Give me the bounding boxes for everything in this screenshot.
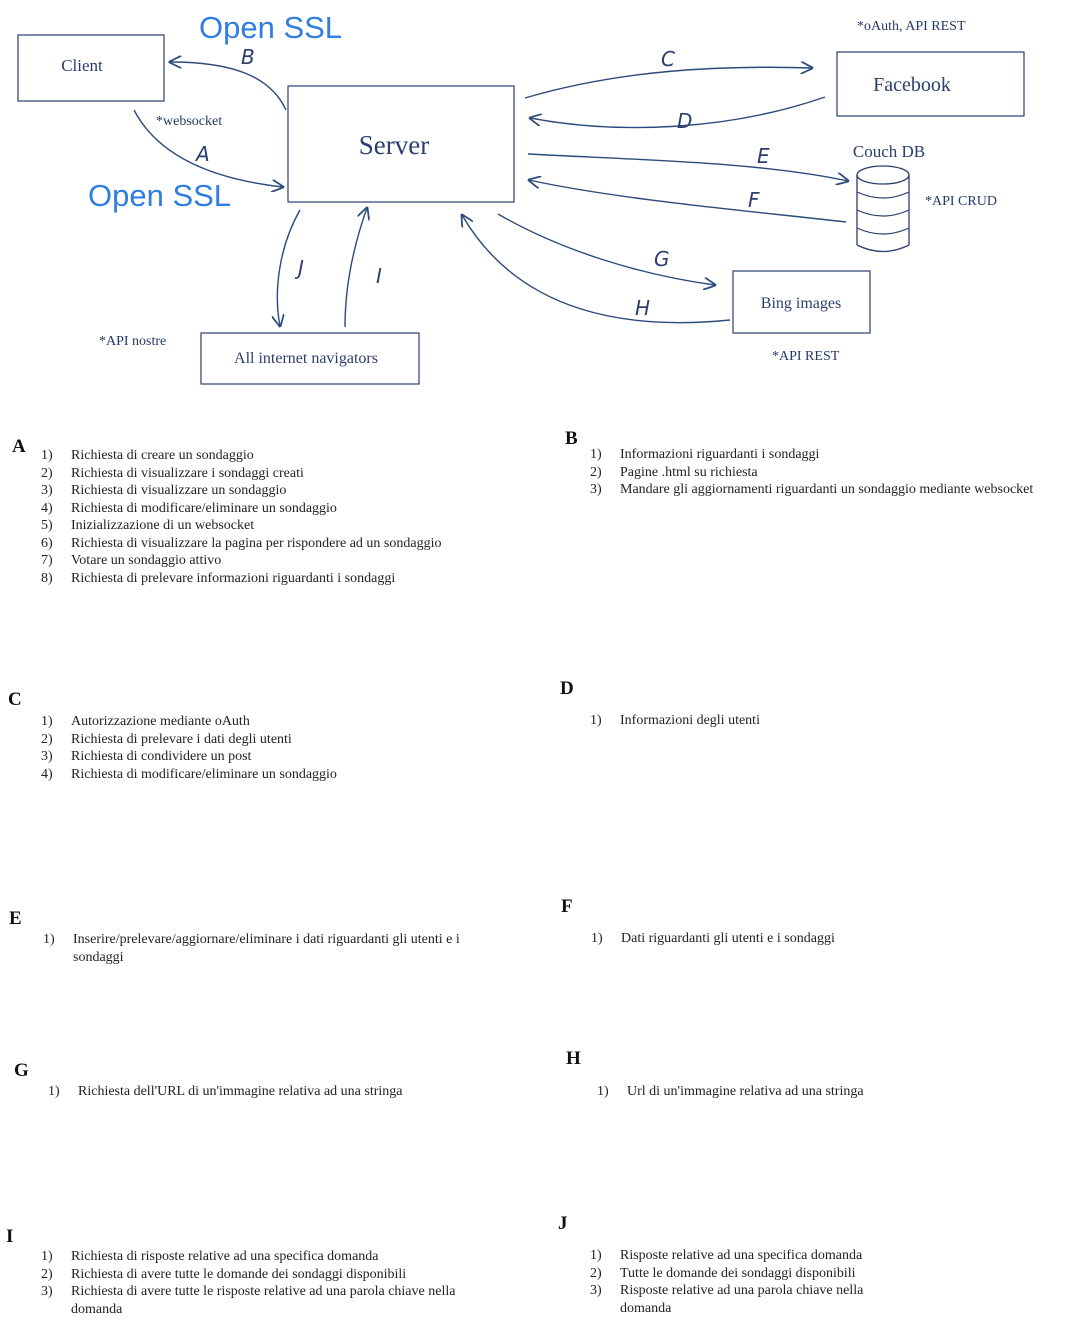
list-item: 2)Richiesta di prelevare i dati degli ut…: [41, 731, 292, 747]
edge-a: [133, 109, 283, 187]
edge-label-a: A: [194, 142, 210, 166]
section-letter: I: [6, 1226, 14, 1247]
edge-d: [530, 96, 826, 129]
database-icon: [856, 165, 910, 253]
node-facebook: Facebook: [836, 51, 1025, 117]
section-list: 1)Richiesta dell'URL di un'immagine rela…: [48, 1083, 528, 1101]
section-list: 1)Informazioni degli utenti: [590, 712, 1070, 730]
section-list: 1)Informazioni riguardanti i sondaggi 2)…: [590, 446, 1075, 499]
edge-i: [344, 208, 367, 328]
section-list: 1)Dati riguardanti gli utenti e i sondag…: [591, 930, 1071, 948]
section-letter: B: [565, 428, 578, 449]
list-item: 3)Richiesta di condividere un post: [41, 749, 252, 764]
edge-label-f: F: [748, 188, 760, 212]
edge-label-j: J: [294, 256, 304, 280]
edge-e: [527, 153, 848, 181]
node-client: Client: [17, 34, 165, 102]
edge-g: [497, 213, 715, 285]
node-server: Server: [287, 85, 515, 203]
section-list: 1)Richiesta di creare un sondaggio 2)Ric…: [41, 447, 521, 587]
list-item: 1)Risposte relative ad una specifica dom…: [590, 1248, 863, 1263]
node-server-label: Server: [359, 130, 429, 160]
section-letter: A: [12, 436, 26, 457]
list-item: 6)Richiesta di visualizzare la pagina pe…: [41, 535, 442, 551]
section-list: 1)Url di un'immagine relativa ad una str…: [597, 1083, 1072, 1101]
section-list: 1)Richiesta di risposte relative ad una …: [41, 1248, 461, 1318]
list-item: 2)Richiesta di avere tutte le domande de…: [41, 1266, 407, 1282]
edge-f: [529, 180, 847, 223]
list-item: 4)Richiesta di modificare/eliminare un s…: [41, 766, 337, 782]
edge-label-b: B: [241, 45, 255, 69]
edge-label-i: I: [376, 264, 382, 288]
section-letter: H: [566, 1048, 581, 1069]
list-item: 7)Votare un sondaggio attivo: [41, 553, 222, 568]
list-item: 3)Mandare gli aggiornamenti riguardanti …: [590, 482, 1034, 497]
section-letter: E: [9, 908, 22, 929]
node-bing-label: Bing images: [761, 295, 841, 312]
section-letter: C: [8, 689, 22, 710]
list-item: 8)Richiesta di prelevare informazioni ri…: [41, 570, 396, 586]
list-item: 2)Pagine .html su richiesta: [590, 464, 758, 480]
edge-h: [462, 215, 731, 324]
note-oauth: *oAuth, API REST: [857, 19, 966, 34]
list-item: 2)Richiesta di visualizzare i sondaggi c…: [41, 465, 304, 481]
list-item: 1)Autorizzazione mediante oAuth: [41, 714, 250, 729]
section-letter: J: [558, 1213, 568, 1234]
node-client-label: Client: [61, 56, 103, 75]
note-api-nostre: *API nostre: [99, 334, 166, 349]
section-letter: D: [560, 678, 574, 699]
edge-label-c: C: [661, 47, 675, 71]
node-navigators-label: All internet navigators: [234, 350, 378, 367]
node-bing: Bing images: [732, 270, 871, 334]
list-item: 1)Informazioni riguardanti i sondaggi: [590, 447, 820, 462]
section-list: 1)Risposte relative ad una specifica dom…: [590, 1247, 890, 1317]
list-item: 2)Tutte le domande dei sondaggi disponib…: [590, 1265, 856, 1281]
list-item: 1)Richiesta di risposte relative ad una …: [41, 1249, 379, 1264]
edge-label-g: G: [654, 247, 670, 271]
edge-label-d: D: [677, 109, 692, 133]
list-item: 1)Richiesta di creare un sondaggio: [41, 448, 254, 463]
note-crud: *API CRUD: [925, 194, 997, 209]
section-list: 1)Inserire/prelevare/aggiornare/eliminar…: [43, 931, 488, 966]
edge-b: [170, 62, 287, 111]
list-item: 1)Url di un'immagine relativa ad una str…: [597, 1084, 864, 1099]
note-api-rest: *API REST: [772, 349, 840, 364]
node-couchdb: Couch DB: [853, 142, 925, 253]
list-item: 3)Richiesta di avere tutte le risposte r…: [41, 1284, 456, 1317]
node-navigators: All internet navigators: [200, 332, 420, 385]
section-letter: G: [14, 1060, 29, 1081]
ssl-label-top: Open SSL: [199, 10, 342, 45]
list-item: 1)Richiesta dell'URL di un'immagine rela…: [48, 1084, 403, 1099]
node-facebook-label: Facebook: [873, 74, 951, 96]
edge-c: [524, 67, 812, 99]
list-item: 1)Inserire/prelevare/aggiornare/eliminar…: [43, 932, 460, 965]
list-item: 3)Richiesta di visualizzare un sondaggio: [41, 483, 287, 498]
list-item: 1)Informazioni degli utenti: [590, 713, 760, 728]
list-item: 5)Inizializzazione di un websocket: [41, 518, 255, 533]
section-list: 1)Autorizzazione mediante oAuth 2)Richie…: [41, 713, 521, 783]
section-letter: F: [561, 896, 573, 917]
edge-j: [277, 209, 301, 326]
list-item: 1)Dati riguardanti gli utenti e i sondag…: [591, 931, 835, 946]
ssl-label-left: Open SSL: [88, 178, 231, 213]
list-item: 4)Richiesta di modificare/eliminare un s…: [41, 500, 337, 516]
list-item: 3)Risposte relative ad una parola chiave…: [590, 1283, 864, 1316]
edge-label-h: H: [635, 296, 650, 320]
architecture-diagram: Client Server Facebook Couch DB Bing ima…: [17, 10, 1025, 385]
note-websocket: *websocket: [156, 114, 222, 129]
edge-label-e: E: [757, 144, 770, 168]
node-couchdb-label: Couch DB: [853, 142, 925, 161]
